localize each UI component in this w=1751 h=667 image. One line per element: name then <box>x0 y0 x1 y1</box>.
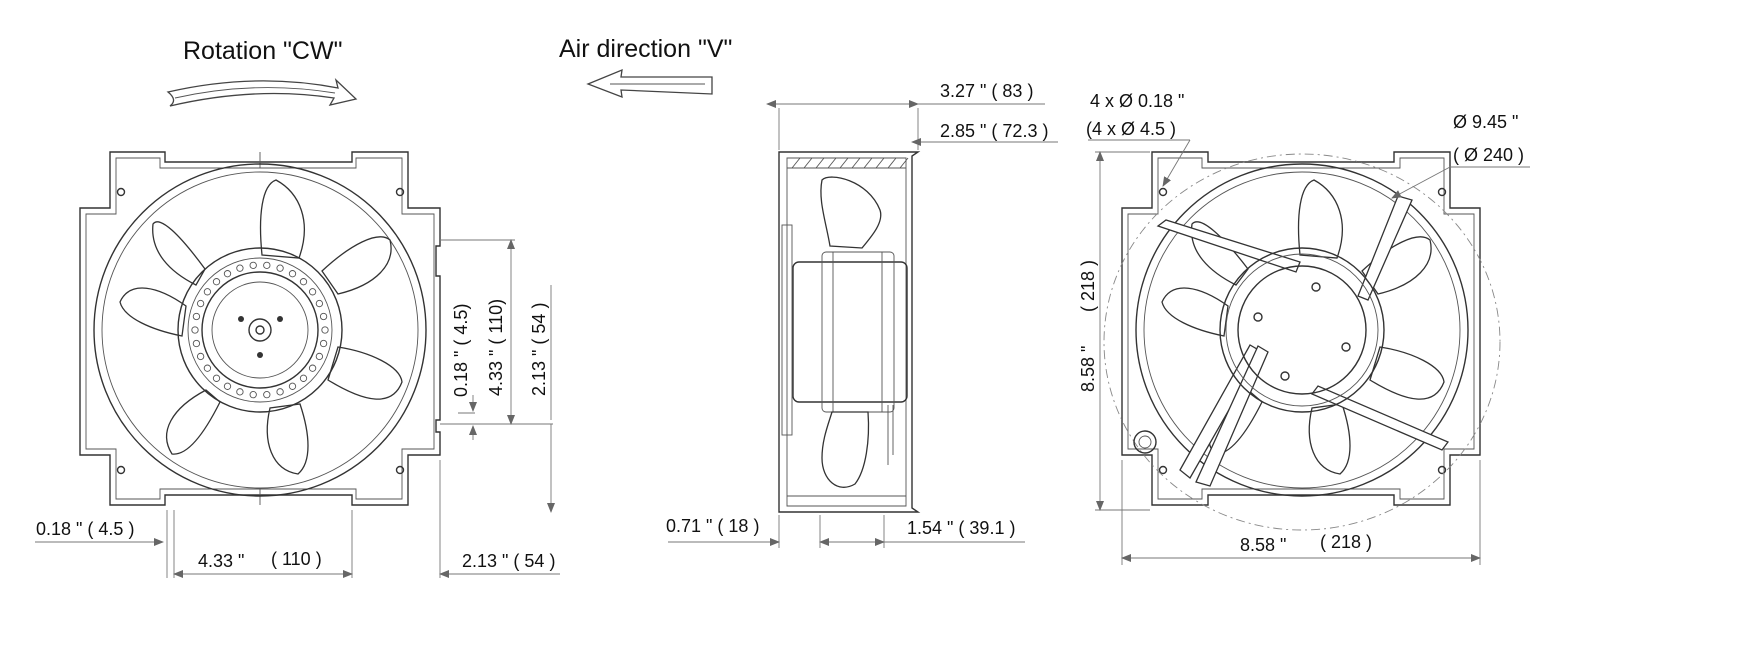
hub-dot <box>236 388 244 396</box>
hub-dot <box>203 364 212 372</box>
hub-dot <box>288 270 297 278</box>
hub-dot <box>308 288 317 296</box>
rear-width-in-dim: 8.58 " <box>1240 535 1286 555</box>
hub-dot <box>308 364 317 372</box>
hub-dot <box>212 278 221 286</box>
rotation-arrow-icon <box>166 77 358 107</box>
rear-holes-in-dim: 4 x Ø 0.18 " <box>1090 91 1184 111</box>
hub-dot <box>192 339 201 348</box>
rear-holes-mm-dim: (4 x Ø 4.5 ) <box>1086 119 1176 139</box>
side-flange-depth-dim: 0.71 " ( 18 ) <box>666 516 759 536</box>
hub-dot <box>196 299 205 308</box>
hub-dot <box>276 388 284 396</box>
hub-dot <box>191 326 199 334</box>
front-view <box>35 151 560 578</box>
hub-dot <box>321 326 329 334</box>
hub-dot <box>299 374 308 382</box>
front-half-width-mm-dim: ( 110 ) <box>271 549 322 569</box>
rear-diameter-mm-dim: ( Ø 240 ) <box>1453 145 1524 165</box>
rear-view <box>1088 139 1530 565</box>
hub-dot <box>276 264 284 272</box>
side-view <box>668 100 1058 548</box>
front-center-width-dim: 2.13 " ( 54 ) <box>462 551 555 571</box>
rear-diameter-in-dim: Ø 9.45 " <box>1453 112 1518 132</box>
air-direction-arrow-icon <box>586 68 713 99</box>
rear-height-in-dim: 8.58 " <box>1078 346 1098 392</box>
hub-dot <box>236 264 244 272</box>
hub-dot <box>249 261 257 270</box>
hub-dot <box>319 339 328 348</box>
hub-dot <box>315 352 324 361</box>
hub-dot <box>263 261 271 270</box>
hub-dot <box>288 382 297 390</box>
rear-height-mm-dim: ( 218 ) <box>1078 260 1098 312</box>
hub-dot <box>263 390 271 399</box>
front-half-height-dim: 4.33 " ( 110) <box>486 299 506 396</box>
air-direction-label: Air direction "V" <box>559 35 732 63</box>
front-hole-offset-v-dim: 0.18 " ( 4.5) <box>451 304 471 397</box>
hub-dot <box>203 288 212 296</box>
front-half-width-in-dim: 4.33 " <box>198 551 244 571</box>
side-frame-depth-dim: 2.85 " ( 72.3 ) <box>940 121 1048 141</box>
hub-dot <box>192 312 201 321</box>
front-hole-offset-h-dim: 0.18 " ( 4.5 ) <box>36 519 134 539</box>
rear-width-mm-dim: ( 218 ) <box>1320 532 1372 552</box>
side-hub-depth-dim: 1.54 " ( 39.1 ) <box>907 518 1015 538</box>
hub-dot <box>249 390 257 399</box>
rotation-label: Rotation "CW" <box>183 37 342 65</box>
hub-dot <box>196 352 205 361</box>
hub-dot <box>315 299 324 308</box>
hub-dot <box>319 312 328 321</box>
hub-dot <box>223 270 232 278</box>
hub-dot <box>212 374 221 382</box>
hub-dot <box>223 382 232 390</box>
hub-dot <box>299 278 308 286</box>
side-total-depth-dim: 3.27 " ( 83 ) <box>940 81 1033 101</box>
front-center-height-dim: 2.13 " ( 54 ) <box>529 303 549 396</box>
